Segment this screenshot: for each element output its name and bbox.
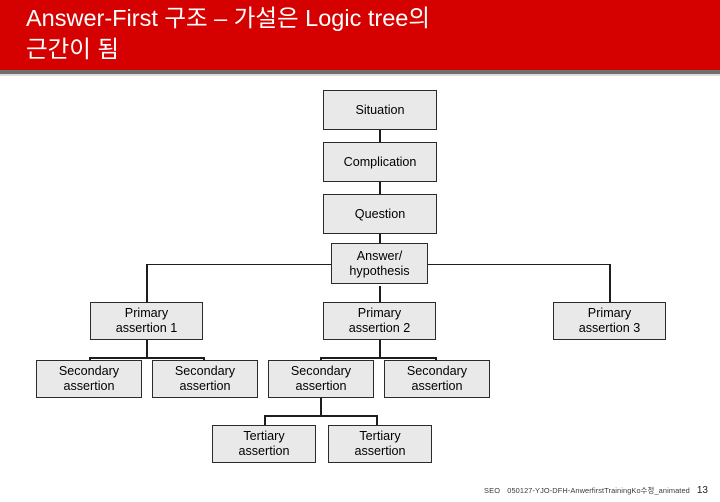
- node-tertiary-assertion-2[interactable]: Tertiary assertion: [328, 425, 432, 463]
- node-complication[interactable]: Complication: [323, 142, 437, 182]
- node-primary-assertion-2[interactable]: Primary assertion 2: [323, 302, 436, 340]
- connector-primary1-bus: [89, 357, 205, 359]
- connector-drop-primary-3: [609, 263, 611, 304]
- node-secondary-assertion-1[interactable]: Secondary assertion: [36, 360, 142, 398]
- node-situation[interactable]: Situation: [323, 90, 437, 130]
- connector-secondary3-stem: [320, 398, 322, 416]
- connector-primary2-stem: [379, 340, 381, 358]
- connector-secondary3-bus: [264, 415, 378, 417]
- node-answer-hypothesis[interactable]: Answer/ hypothesis: [331, 243, 428, 284]
- title-divider: [0, 70, 720, 74]
- connector-complication-question: [379, 182, 381, 204]
- footer-page-number: 13: [696, 485, 708, 496]
- slide-footer: SEO 050127-YJO-DFH-AnwerfirstTrainingKo수…: [484, 485, 708, 496]
- title-divider-light: [0, 74, 720, 76]
- logic-tree-diagram: Situation Complication Question Answer/ …: [0, 76, 720, 502]
- node-tertiary-assertion-1[interactable]: Tertiary assertion: [212, 425, 316, 463]
- connector-primary1-stem: [146, 340, 148, 358]
- node-secondary-assertion-4[interactable]: Secondary assertion: [384, 360, 490, 398]
- node-question[interactable]: Question: [323, 194, 437, 234]
- connector-answer-primary-2: [379, 286, 381, 303]
- connector-answer-left-arm: [146, 263, 332, 266]
- connector-drop-primary-1: [146, 263, 148, 304]
- connector-drop-tertiary-2: [376, 415, 378, 432]
- node-secondary-assertion-2[interactable]: Secondary assertion: [152, 360, 258, 398]
- connector-primary2-bus: [320, 357, 437, 359]
- node-primary-assertion-1[interactable]: Primary assertion 1: [90, 302, 203, 340]
- connector-drop-tertiary-1: [264, 415, 266, 432]
- node-secondary-assertion-3[interactable]: Secondary assertion: [268, 360, 374, 398]
- node-primary-assertion-3[interactable]: Primary assertion 3: [553, 302, 666, 340]
- page-title: Answer-First 구조 – 가설은 Logic tree의 근간이 됨: [26, 5, 430, 62]
- connector-situation-complication: [379, 130, 381, 152]
- connector-answer-right-arm: [427, 263, 611, 266]
- slide-title-band: Answer-First 구조 – 가설은 Logic tree의 근간이 됨: [0, 0, 720, 70]
- footer-document: 050127-YJO-DFH-AnwerfirstTrainingKo수정_an…: [507, 486, 690, 495]
- footer-owner: SEO: [484, 486, 501, 495]
